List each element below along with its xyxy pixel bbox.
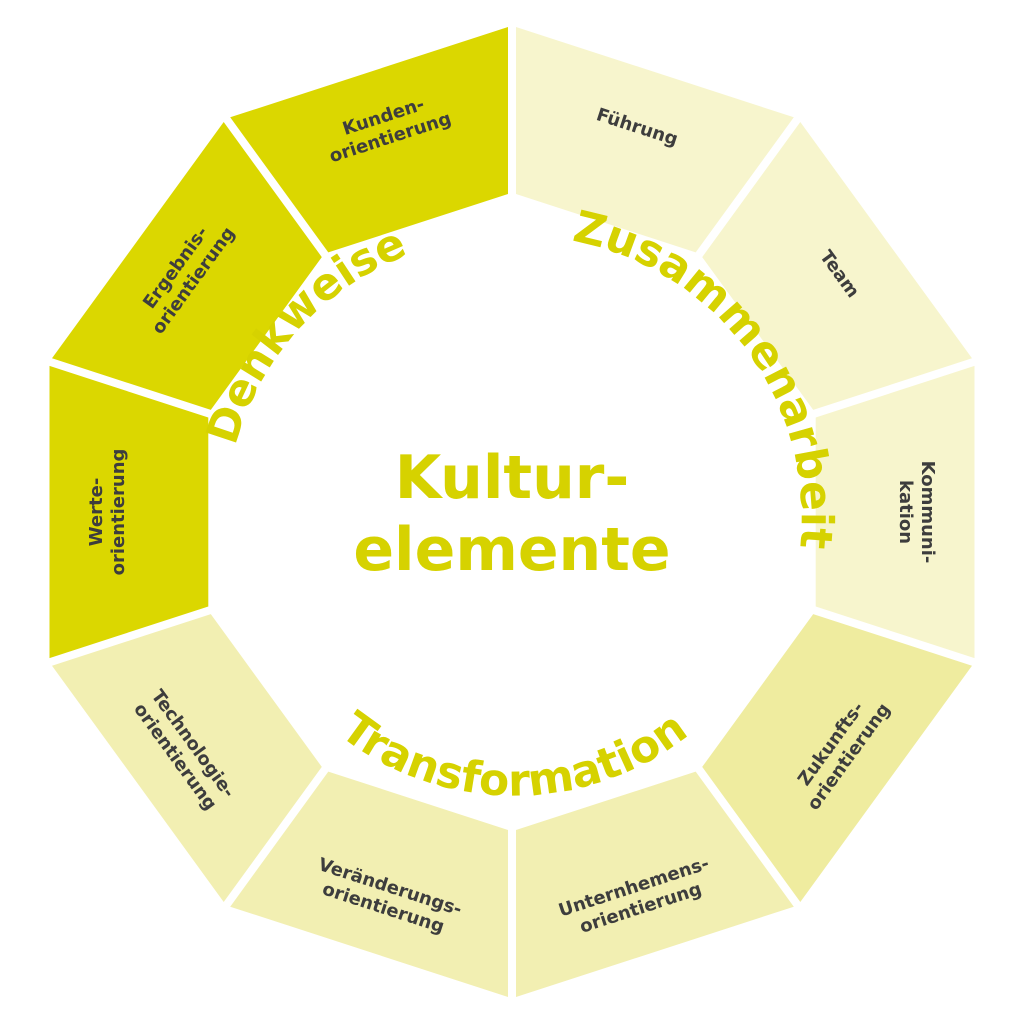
segment-fuehrung (516, 27, 794, 253)
segment-ergebnisorientierung (52, 122, 322, 410)
segment-kommunikation (815, 365, 975, 659)
segment-label-line: orientierung (108, 449, 129, 576)
segment-team (702, 122, 972, 410)
center-title: Kultur- elemente (353, 443, 670, 585)
segment-veraenderungsorientierung (230, 771, 508, 997)
segment-label-kommunikation: Kommuni-kation (895, 461, 938, 564)
segment-label-kundenorientierung: Kunden-orientierung (320, 87, 454, 167)
segment-label-line: Kommuni- (917, 461, 938, 564)
center-title-line-1: Kultur- (395, 443, 630, 513)
segment-werteorientierung (49, 365, 209, 659)
center-title-line-2: elemente (353, 515, 670, 585)
segment-label-line: Werte- (86, 478, 107, 547)
segment-zukunftsorientierung (702, 614, 972, 902)
segment-label-werteorientierung: Werte-orientierung (86, 449, 129, 576)
segment-unternehmensorientierung (516, 771, 794, 997)
segment-label-line: kation (895, 480, 916, 544)
segment-technologieorientierung (52, 614, 322, 902)
segment-kundenorientierung (230, 27, 508, 253)
segment-ring: FührungTeamKommuni-kationZukunfts-orient… (49, 27, 975, 997)
